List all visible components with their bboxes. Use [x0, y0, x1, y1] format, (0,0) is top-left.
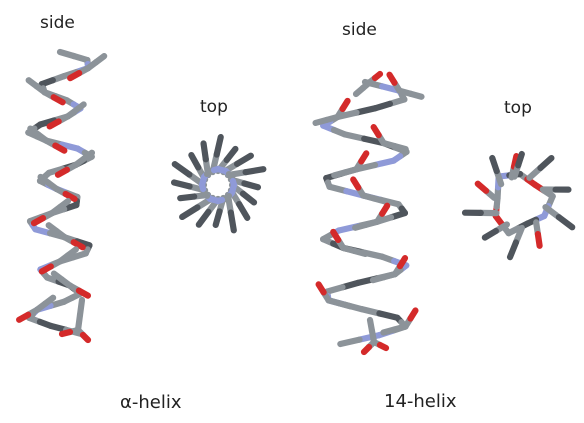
carbonyl-bond [410, 311, 415, 319]
side-chain-bond [538, 234, 540, 246]
carbonyl-bond [54, 97, 63, 102]
alpha-top-label: top [200, 97, 228, 117]
fourteen-helix-caption: 14-helix [384, 391, 457, 412]
side-chain-bond [410, 94, 421, 97]
wheel-ring-bond [233, 181, 234, 185]
carbonyl-bond [343, 101, 348, 109]
wheel-spoke-bond [217, 137, 221, 154]
side-chain-bond [383, 330, 394, 333]
carbonyl-bond [42, 266, 51, 271]
side-chain-bond [373, 277, 384, 280]
side-chain-bond [510, 243, 516, 258]
fourteen-side-label: side [342, 20, 377, 40]
terminal-bond [83, 335, 88, 340]
terminal-bond [375, 74, 380, 78]
carbonyl-bond [389, 75, 394, 83]
alpha-helix-caption: α-helix [120, 392, 182, 413]
side-chain-bond [374, 199, 385, 202]
carbonyl-bond [34, 218, 43, 223]
fourteen-helix-side-view [316, 74, 422, 352]
wheel-spoke-bond [182, 207, 197, 217]
side-chain-bond [492, 158, 496, 171]
wheel-spoke-bond [191, 155, 198, 167]
wheel-spoke-bond [237, 156, 251, 164]
wheel-spoke-bond [244, 183, 258, 187]
wheel-spoke-bond [239, 204, 247, 218]
side-chain-bond [96, 56, 104, 62]
side-chain-bond [478, 184, 486, 191]
wheel-spoke-bond [175, 164, 190, 174]
wheel-spoke-bond [199, 212, 209, 225]
carbonyl-bond [400, 258, 405, 266]
terminal-bond [364, 347, 369, 352]
alpha-side-label: side [40, 13, 75, 33]
side-chain-bond [540, 158, 551, 168]
wheel-spoke-bond [216, 211, 220, 225]
side-chain-bond [29, 80, 37, 86]
wheel-spoke-bond [180, 197, 194, 199]
carbonyl-bond [333, 232, 338, 240]
wheel-spoke-bond [227, 149, 236, 160]
wheel-spoke-bond [246, 169, 264, 172]
carbonyl-bond [319, 284, 324, 292]
wheel-spoke-bond [231, 213, 234, 231]
alpha-helix-side-view [19, 52, 104, 340]
backbone-bond [340, 340, 359, 344]
wheel-spoke-bond [174, 182, 189, 186]
carbonyl-bond [70, 73, 79, 78]
carbonyl-bond [66, 194, 75, 199]
terminal-bond [380, 345, 386, 348]
carbonyl-bond [19, 315, 28, 320]
carbonyl-bond [55, 146, 64, 151]
side-chain-bond [485, 231, 496, 238]
wheel-spoke-bond [204, 143, 206, 159]
wheel-spoke-bond [243, 194, 254, 203]
carbonyl-bond [50, 121, 59, 126]
carbonyl-bond [353, 180, 358, 188]
side-chain-bond [340, 303, 351, 306]
fourteen-top-label: top [504, 98, 532, 118]
side-chain-bond [354, 251, 365, 254]
carbonyl-bond [361, 153, 366, 161]
side-chain-bond [316, 120, 327, 123]
side-chain-bond [518, 154, 522, 165]
side-chain-bond [395, 146, 406, 149]
carbonyl-bond [374, 127, 379, 135]
side-chain-bond [355, 225, 366, 228]
fourteen-helix-top-view [465, 154, 572, 257]
side-chain-bond [559, 217, 572, 227]
carbonyl-bond [382, 206, 387, 214]
alpha-helix-top-view [174, 137, 263, 230]
side-chain-bond [334, 172, 345, 175]
terminal-bond [62, 332, 70, 334]
carbonyl-bond [79, 291, 88, 296]
carbonyl-bond [58, 170, 67, 175]
